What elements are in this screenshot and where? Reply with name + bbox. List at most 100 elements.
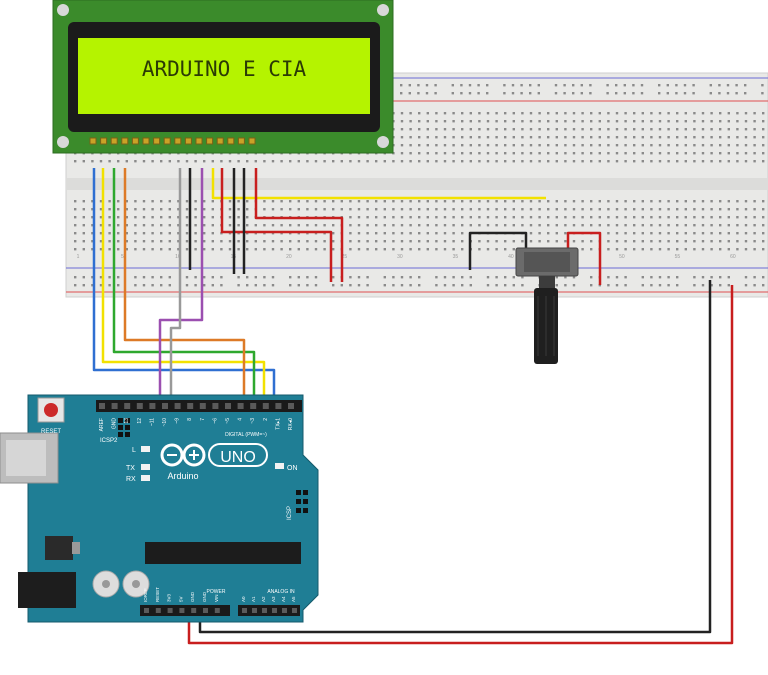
lcd-pin bbox=[227, 137, 235, 145]
digital-pin[interactable] bbox=[162, 403, 168, 409]
digital-pin[interactable] bbox=[174, 403, 181, 409]
lcd-pin bbox=[184, 137, 192, 145]
digital-pin-label: ~5 bbox=[225, 418, 231, 424]
digital-pin[interactable] bbox=[199, 403, 206, 409]
icsp2-pin bbox=[118, 425, 123, 430]
arduino-logo: UNO Arduino bbox=[160, 443, 268, 481]
digital-pin-label: RX◂0 bbox=[288, 418, 294, 430]
lcd-pin bbox=[174, 137, 182, 145]
wire-orange bbox=[123, 168, 246, 410]
power-pin-label: RESET bbox=[155, 587, 160, 602]
column-number: 1 bbox=[77, 254, 80, 260]
analog-pin[interactable] bbox=[262, 608, 267, 613]
column-number: 5 bbox=[121, 254, 124, 260]
digital-pin-label: ~6 bbox=[212, 418, 218, 424]
power-pin-label: VIN bbox=[214, 594, 219, 602]
digital-pin-label: TX▸1 bbox=[275, 418, 281, 430]
led-tx-icon bbox=[141, 464, 150, 470]
icsp-header bbox=[296, 490, 308, 513]
analog-header bbox=[238, 605, 300, 616]
column-number: 60 bbox=[730, 254, 736, 260]
digital-pin[interactable] bbox=[136, 403, 143, 409]
analog-pin[interactable] bbox=[272, 608, 277, 613]
power-pin[interactable] bbox=[144, 608, 149, 613]
wire-yellow-contrast bbox=[211, 168, 546, 200]
digital-pin-label: 13 bbox=[124, 418, 130, 424]
digital-pin[interactable] bbox=[275, 403, 282, 409]
wire-green bbox=[112, 168, 256, 410]
analog-pin[interactable] bbox=[292, 608, 297, 613]
column-number: 40 bbox=[508, 254, 514, 260]
digital-pin-label: GND bbox=[112, 418, 118, 430]
lcd-pin bbox=[153, 137, 161, 145]
lcd-module: ARDUINO E CIA bbox=[52, 0, 394, 154]
analog-pin-label: A0 bbox=[241, 596, 246, 602]
wire-red-pot bbox=[566, 231, 602, 285]
power-pin[interactable] bbox=[155, 608, 161, 613]
lcd-pin bbox=[206, 137, 214, 145]
power-pin[interactable] bbox=[191, 608, 197, 613]
power-header bbox=[140, 605, 230, 616]
icsp2-pin bbox=[125, 425, 130, 430]
mount-hole-icon bbox=[377, 136, 389, 148]
lcd-pin bbox=[195, 137, 203, 145]
power-pin[interactable] bbox=[179, 608, 185, 613]
power-pin[interactable] bbox=[203, 608, 208, 613]
analog-pin[interactable] bbox=[242, 608, 247, 613]
digital-pin[interactable] bbox=[212, 403, 219, 409]
power-pin-label: 5V bbox=[178, 596, 183, 602]
power-pin[interactable] bbox=[214, 608, 220, 613]
power-pin[interactable] bbox=[167, 608, 173, 613]
column-number: 20 bbox=[286, 254, 292, 260]
digital-pin[interactable] bbox=[99, 403, 105, 409]
wire-red-lcd bbox=[254, 168, 344, 282]
digital-pin[interactable] bbox=[262, 403, 269, 409]
lcd-pin bbox=[248, 137, 256, 145]
digital-pin-label: ~3 bbox=[250, 418, 256, 424]
voltage-regulator bbox=[45, 536, 73, 560]
lcd-data-wires bbox=[92, 168, 276, 410]
icsp2-pin bbox=[125, 418, 130, 423]
digital-pin[interactable] bbox=[149, 403, 156, 409]
power-jack bbox=[18, 572, 76, 608]
wire-yellow bbox=[101, 168, 266, 410]
digital-pin[interactable] bbox=[111, 403, 118, 409]
lcd-screen bbox=[78, 38, 370, 114]
icsp2-pin bbox=[125, 432, 130, 437]
digital-pin[interactable] bbox=[225, 403, 231, 409]
column-number: 25 bbox=[342, 254, 348, 260]
potentiometer[interactable] bbox=[515, 247, 579, 364]
led-tx-label: TX bbox=[126, 465, 135, 472]
led-rx-label: RX bbox=[126, 476, 136, 483]
column-number: 50 bbox=[619, 254, 625, 260]
digital-pin[interactable] bbox=[124, 403, 131, 409]
wire-gray bbox=[169, 168, 182, 410]
digital-pin-label: 2 bbox=[263, 418, 269, 421]
analog-pin-label: A5 bbox=[291, 596, 296, 602]
digital-pin[interactable] bbox=[288, 403, 294, 409]
digital-pin-label: 12 bbox=[137, 418, 143, 424]
icsp-pin bbox=[303, 499, 308, 504]
digital-pin[interactable] bbox=[237, 403, 244, 409]
led-l-icon bbox=[141, 446, 150, 452]
analog-pin[interactable] bbox=[282, 608, 287, 613]
lcd-power-wires bbox=[211, 168, 602, 285]
icsp2-label: ICSP2 bbox=[100, 438, 118, 444]
column-number: 35 bbox=[453, 254, 459, 260]
lcd-pin bbox=[216, 137, 224, 145]
power-label: POWER bbox=[207, 589, 226, 595]
digital-pin[interactable] bbox=[187, 403, 194, 409]
digital-pin[interactable] bbox=[250, 403, 257, 409]
analog-pin[interactable] bbox=[252, 608, 257, 613]
digital-pin-label: 7 bbox=[200, 418, 206, 421]
icsp2-pin bbox=[118, 418, 123, 423]
icsp-pin bbox=[296, 490, 301, 495]
analog-label: ANALOG IN bbox=[267, 589, 295, 595]
analog-pin-label: A2 bbox=[261, 596, 266, 602]
lcd-pin-header bbox=[89, 137, 256, 145]
digital-label: DIGITAL (PWM=~) bbox=[225, 432, 267, 438]
